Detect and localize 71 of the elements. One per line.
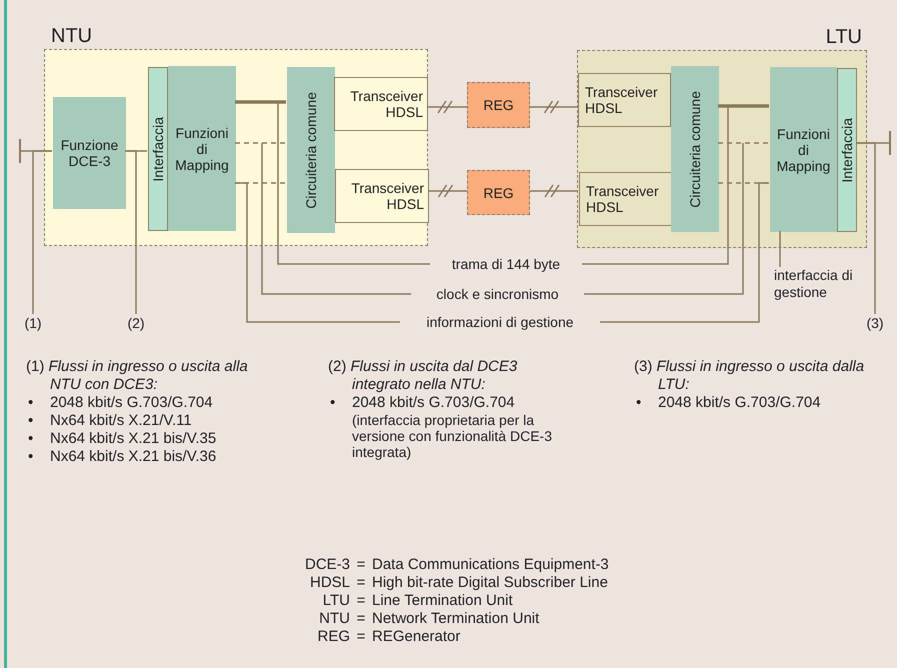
callout-number: (2) [123,314,149,332]
unit-title: LTU [826,26,862,48]
connector [235,100,286,104]
connector [235,142,286,144]
abbreviation: LTU [322,592,350,610]
leader-line [32,150,52,314]
bullet: • [27,430,34,448]
equals-sign: = [356,610,366,628]
regenerator-box: REG [467,82,530,128]
callout-number: (3) [862,314,888,332]
connector [529,184,579,198]
bullet: • [27,412,34,430]
connector [529,100,578,114]
interface-block: Interfaccia [837,68,857,232]
note-text: (interfaccia proprietaria per la versione con funzionalità DCE-3 integrata) [351,412,553,460]
leader-line [277,101,430,265]
abbreviation-definition: Data Communications Equipment-3 [372,556,609,574]
bullet: • [27,394,34,412]
leader-line [779,231,781,267]
bullet: • [27,448,34,466]
leader-line [125,150,137,314]
circuit-block: Circuiteria comune [287,67,335,233]
note-text: (1) Flussi in ingresso o uscita alla NTU con DCE3: [26,358,249,394]
abbreviation: NTU [318,610,350,628]
equals-sign: = [356,592,366,610]
regenerator-box: REG [467,170,530,215]
connector [718,142,769,144]
abbreviation: REG [316,628,350,646]
signal-label: trama di 144 byte [430,255,582,273]
transceiver-box: Transceiver HDSL [335,169,429,223]
equals-sign: = [356,574,366,592]
interface-block: Interfaccia [148,67,168,231]
abbreviation-definition: High bit-rate Digital Subscriber Line [372,574,609,592]
connector [427,184,468,198]
note-text: (3) Flussi in ingresso o uscita dalla LTU: [634,358,866,394]
bullet: • [635,394,642,412]
function-block: Funzioni di Mapping [168,66,236,231]
connector [426,100,468,114]
abbreviation-definition: Network Termination Unit [372,610,540,628]
bullet: • [329,394,336,412]
callout-number: (1) [20,314,46,332]
list-item: Nx64 kbit/s X.21/V.11 [50,412,192,430]
leader-line [584,143,744,295]
list-item: 2048 kbit/s G.703/G.704 [50,394,213,412]
leader-line [235,182,400,323]
signal-label: informazioni di gestione [400,313,600,331]
abbreviation-definition: REGenerator [372,628,462,646]
list-item: Nx64 kbit/s X.21 bis/V.35 [50,430,216,448]
list-item: 2048 kbit/s G.703/G.704 [658,394,821,412]
abbreviation: DCE-3 [304,556,350,574]
unit-title: NTU [51,25,92,47]
leader-line [856,142,876,314]
leader-line [600,182,769,323]
list-item: 2048 kbit/s G.703/G.704 [352,394,515,412]
note-text: (2) Flussi in uscita dal DCE3 integrato nella NTU: [328,358,518,394]
interface-note: interfaccia di gestione [774,267,866,305]
equals-sign: = [356,628,366,646]
transceiver-box: Transceiver HDSL [334,77,428,131]
leader-line [582,105,729,265]
equals-sign: = [356,556,366,574]
leader-line [261,143,411,295]
function-block: Funzione DCE-3 [53,97,126,209]
connector [718,104,769,108]
function-block: Funzioni di Mapping [770,67,837,232]
abbreviation: HDSL [308,574,350,592]
transceiver-box: Transceiver HDSL [579,172,672,226]
signal-label: clock e sincronismo [411,285,584,303]
transceiver-box: Transceiver HDSL [578,73,671,127]
circuit-block: Circuiteria comune [671,66,719,232]
list-item: Nx64 kbit/s X.21 bis/V.36 [50,448,216,466]
abbreviation-definition: Line Termination Unit [372,592,514,610]
